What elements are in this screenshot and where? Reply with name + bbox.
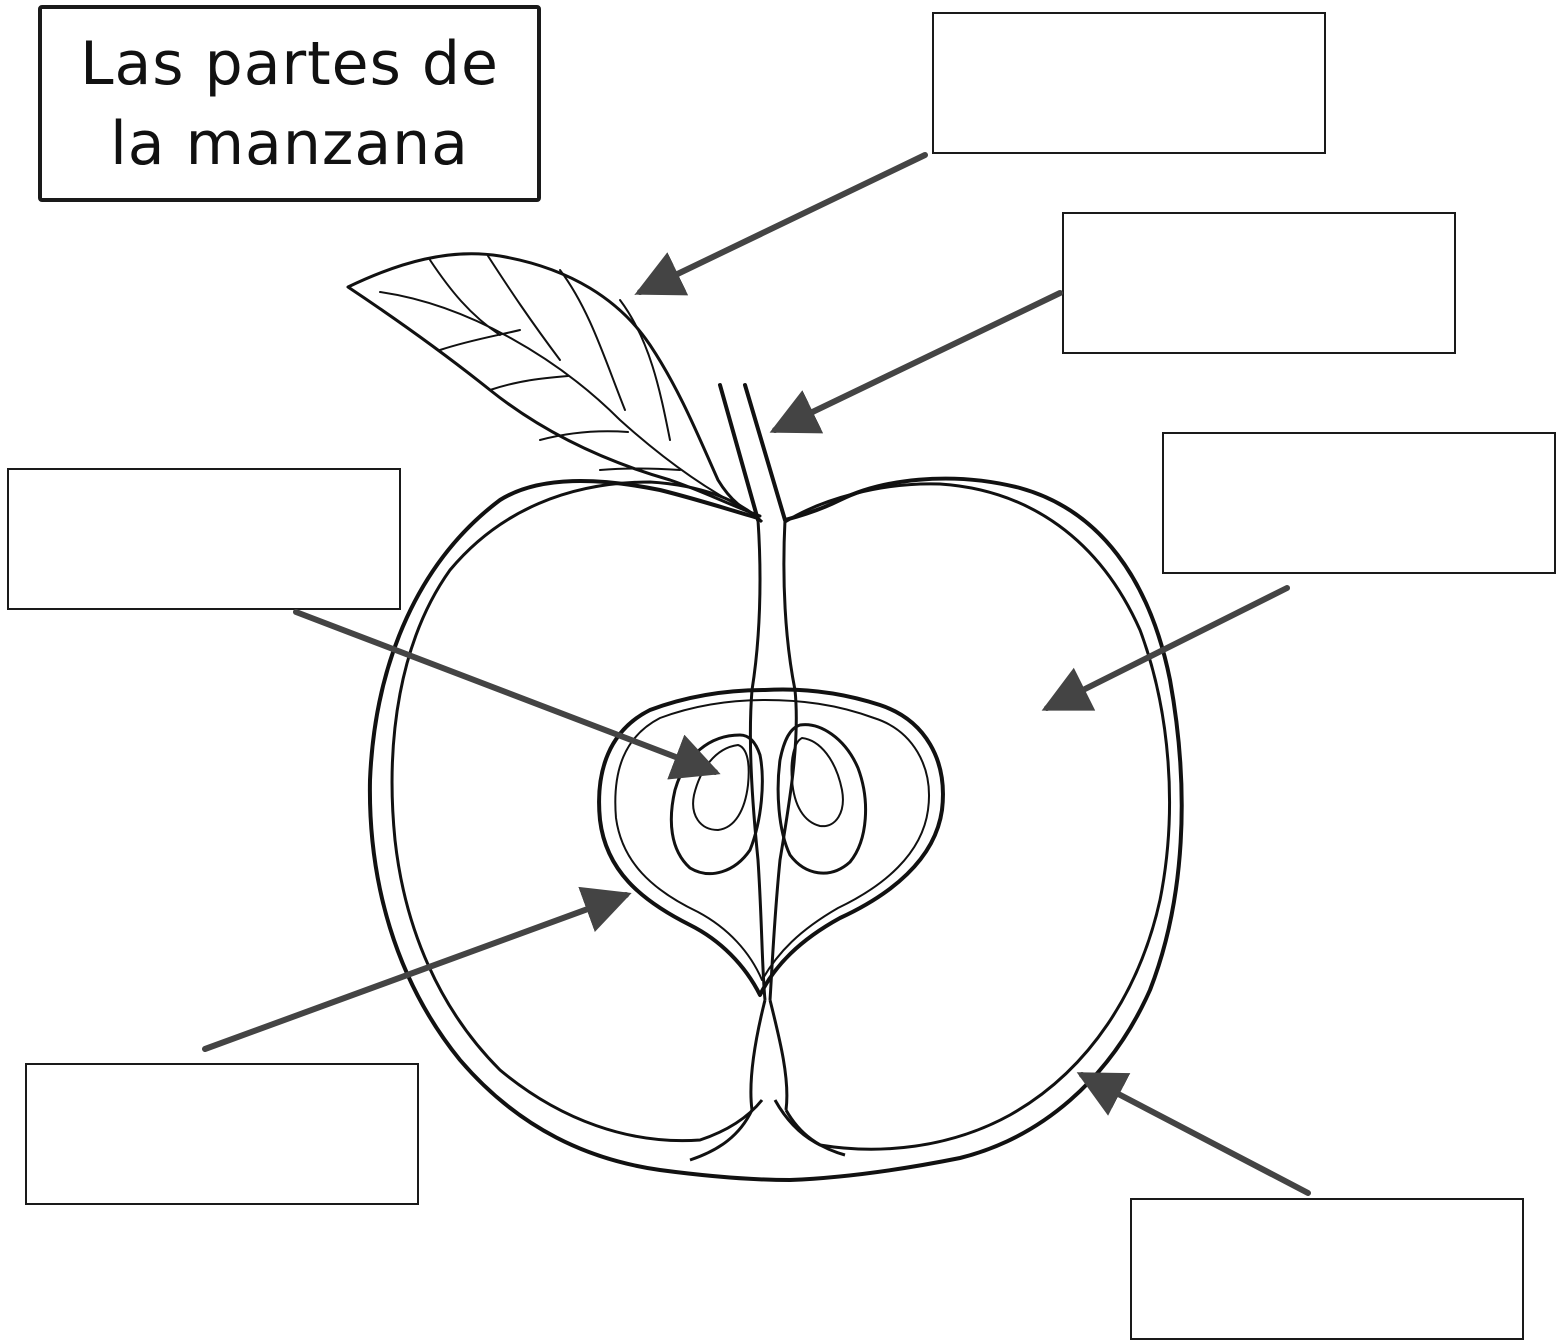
- label-box-flesh[interactable]: [1162, 432, 1556, 574]
- arrow-flesh: [1041, 585, 1290, 711]
- label-box-skin[interactable]: [1130, 1198, 1524, 1340]
- arrow-stem: [769, 290, 1063, 434]
- arrow-core: [202, 886, 632, 1052]
- title-line-1: Las partes de: [80, 28, 499, 99]
- label-box-stem[interactable]: [1062, 212, 1456, 354]
- label-box-core[interactable]: [25, 1063, 419, 1205]
- arrow-leaf: [634, 152, 928, 296]
- seeds-drawing: [669, 723, 867, 876]
- stem-drawing: [718, 383, 787, 522]
- arrow-seed: [293, 609, 721, 780]
- apple-body: [367, 476, 1184, 1182]
- label-box-seed[interactable]: [7, 468, 401, 610]
- title-line-2: la manzana: [110, 108, 469, 179]
- arrow-skin: [1076, 1072, 1311, 1196]
- label-box-leaf[interactable]: [932, 12, 1326, 154]
- title-box: Las partes de la manzana: [38, 5, 541, 202]
- leaf-drawing: [346, 252, 762, 518]
- core-drawing: [597, 519, 945, 1162]
